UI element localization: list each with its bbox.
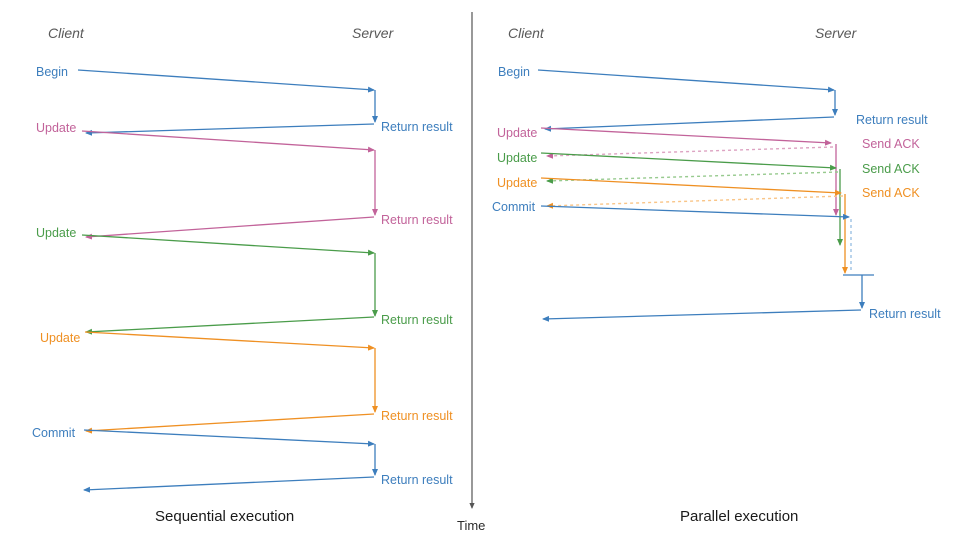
left-client-msg-3: Update <box>40 331 80 345</box>
left-client-msg-2: Update <box>36 226 76 240</box>
right-server-header: Server <box>815 25 858 41</box>
time-axis-label: Time <box>457 518 485 533</box>
right-exchange-update-2 <box>540 152 843 246</box>
right-client-msg-4: Commit <box>492 200 536 214</box>
right-server-msg-3: Send ACK <box>862 186 920 200</box>
right-server-msg-1: Send ACK <box>862 137 920 151</box>
left-exchange-update-2 <box>81 234 378 335</box>
left-server-msg-1: Return result <box>381 213 453 227</box>
left-server-msg-4: Return result <box>381 473 453 487</box>
right-server-msg-2: Send ACK <box>862 162 920 176</box>
left-server-header: Server <box>352 25 395 41</box>
left-client-msg-0: Begin <box>36 65 68 79</box>
right-exchange-update-1 <box>540 127 839 216</box>
left-server-msg-2: Return result <box>381 313 453 327</box>
right-client-header: Client <box>508 25 545 41</box>
left-client-header: Client <box>48 25 85 41</box>
left-exchange-update-1 <box>81 130 378 240</box>
left-panel-caption: Sequential execution <box>155 508 294 525</box>
right-client-msg-3: Update <box>497 176 537 190</box>
left-server-msg-3: Return result <box>381 409 453 423</box>
right-exchange-commit <box>540 205 874 322</box>
left-panel-sequential: Client Server Begin Update Update Update… <box>32 25 453 525</box>
right-exchange-begin <box>537 69 838 132</box>
left-client-msg-1: Update <box>36 121 76 135</box>
left-exchange-begin <box>77 69 378 136</box>
right-server-msg-4: Return result <box>869 307 941 321</box>
right-exchange-update-3 <box>540 177 848 274</box>
right-panel-caption: Parallel execution <box>680 508 798 525</box>
left-exchange-update-3 <box>84 331 378 434</box>
right-client-msg-1: Update <box>497 126 537 140</box>
right-client-msg-2: Update <box>497 151 537 165</box>
right-client-msg-0: Begin <box>498 65 530 79</box>
left-exchange-commit <box>83 429 378 493</box>
left-client-msg-4: Commit <box>32 426 76 440</box>
left-server-msg-0: Return result <box>381 120 453 134</box>
right-panel-parallel: Client Server Begin Update Update Update… <box>492 25 941 525</box>
right-server-msg-0: Return result <box>856 113 928 127</box>
